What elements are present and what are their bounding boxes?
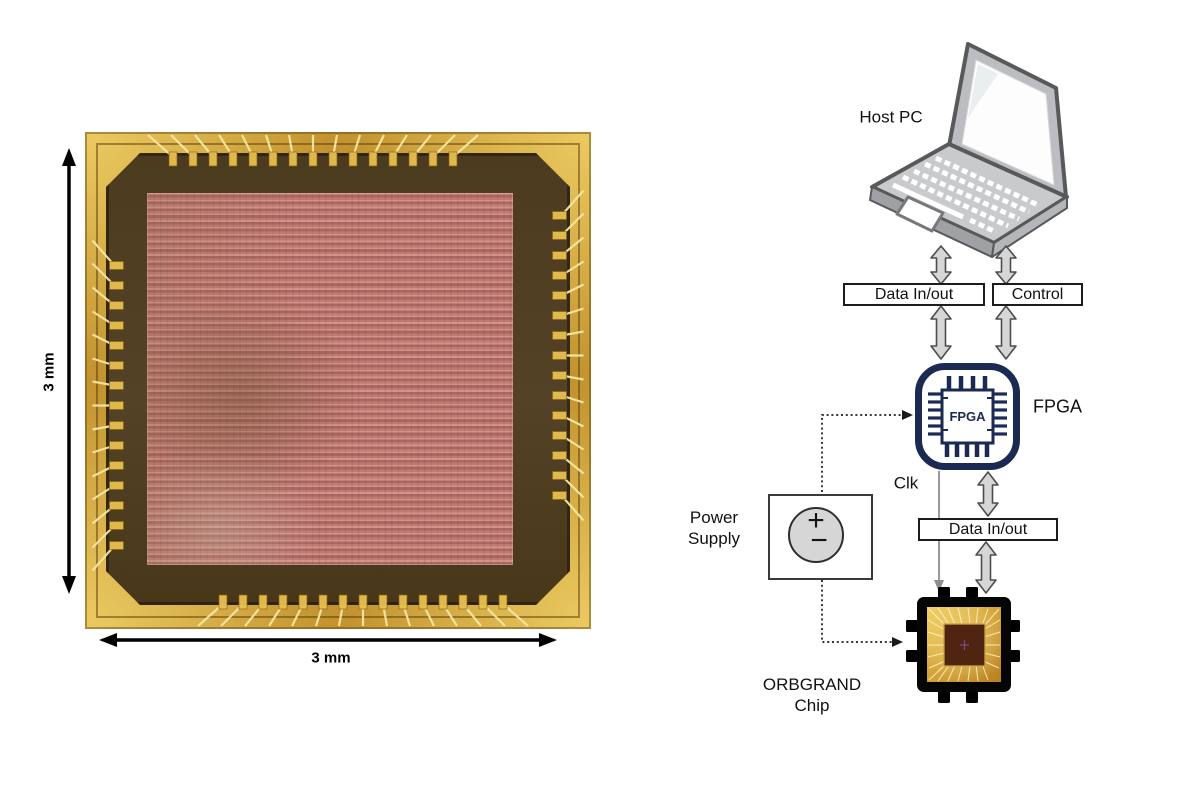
data-inout-bottom-label: Data In/out	[948, 520, 1028, 538]
fpga-icon-text: FPGA	[949, 409, 986, 424]
double-arrow-pc-data	[930, 245, 952, 285]
vertical-dimension-arrow	[62, 148, 76, 594]
fpga-label: FPGA	[1033, 396, 1083, 417]
orbgrand-chip-label-line1: ORBGRAND	[762, 675, 862, 694]
dimension-label-width: 3 mm	[311, 649, 351, 667]
data-inout-top-box: Data In/out	[843, 283, 985, 306]
orbgrand-chip-label-line2: Chip	[794, 696, 830, 715]
clk-label: Clk	[893, 473, 919, 493]
double-arrow-data-chip	[975, 541, 997, 594]
power-supply-box: + −	[768, 494, 873, 580]
data-inout-bottom-box: Data In/out	[918, 518, 1058, 541]
orbgrand-chip-label: ORBGRAND Chip	[763, 674, 861, 716]
fpga-chip-icon: FPGA	[928, 376, 1007, 457]
orbgrand-chip-icon	[906, 587, 1020, 703]
die-micrograph	[85, 132, 591, 629]
host-pc-label: Host PC	[859, 107, 923, 127]
minus-sign: −	[810, 524, 828, 557]
plus-sign: +	[807, 504, 825, 537]
power-line-to-fpga	[821, 410, 913, 492]
power-supply-label: Power Supply	[688, 507, 740, 549]
fpga-box: FPGA	[915, 363, 1020, 470]
data-inout-top-label: Data In/out	[874, 285, 954, 303]
control-box: Control	[992, 283, 1083, 306]
laptop-icon	[869, 42, 1069, 258]
power-line-to-chip	[821, 580, 903, 647]
power-source-icon: + −	[788, 504, 844, 563]
power-supply-label-line1: Power	[689, 508, 739, 527]
die-core-array	[147, 193, 513, 565]
control-label: Control	[1011, 285, 1064, 303]
double-arrow-control-fpga	[995, 305, 1017, 360]
horizontal-dimension-arrow	[99, 633, 557, 647]
double-arrow-fpga-data	[977, 471, 999, 517]
double-arrow-icons	[930, 245, 1017, 594]
power-supply-label-line2: Supply	[688, 529, 740, 548]
package-cavity-ring	[96, 143, 580, 618]
double-arrow-data-fpga	[930, 305, 952, 360]
